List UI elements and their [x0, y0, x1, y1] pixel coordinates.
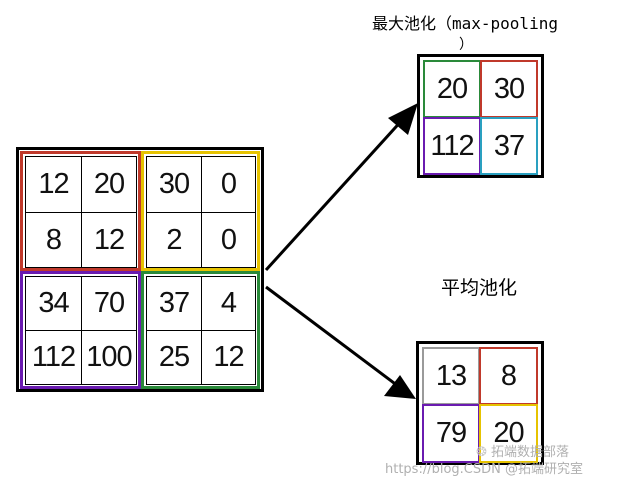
average-pooled-cell: 20: [479, 404, 538, 463]
wechat-icon: ❂: [476, 445, 487, 460]
input-cell: 12: [201, 330, 256, 385]
input-cell: 70: [81, 276, 137, 331]
input-feature-map: 12 20 30 0 8 12 2 0 34 70 37 4 112 100 2…: [16, 147, 264, 392]
input-cell: 0: [201, 212, 256, 268]
quadrant-top-left: [20, 151, 141, 271]
watermark-url: https://blog.CSDN @拓端研究室: [385, 462, 583, 477]
average-pooling-title: 平均池化: [441, 277, 518, 299]
max-pooled-cell: 112: [423, 117, 481, 175]
arrow-to-max-pooling: [264, 116, 406, 272]
max-pooling-title: 最大池化（max-pooling: [372, 14, 558, 33]
quadrant-top-right: [141, 151, 260, 271]
quadrant-bottom-left: [20, 271, 141, 389]
watermark-brand-text: 拓端数据部落: [491, 445, 570, 460]
arrow-head-average-pooling: [384, 375, 416, 399]
watermark-brand: ❂ 拓端数据部落: [476, 441, 569, 460]
average-pooled-cell: 8: [479, 347, 538, 405]
average-pooled-cell: 79: [422, 404, 480, 463]
max-pooled-cell: 20: [423, 60, 481, 118]
max-pooling-output: 20 30 112 37: [417, 54, 544, 178]
max-pooling-title-wrap: ）: [459, 37, 473, 53]
input-cell: 12: [81, 212, 137, 268]
max-pooled-cell: 37: [480, 117, 538, 175]
quadrant-bottom-right: [141, 271, 260, 389]
max-pooled-cell: 30: [480, 60, 538, 118]
input-cell: 100: [81, 330, 137, 385]
average-pooling-output: 13 8 79 20: [416, 341, 544, 465]
average-pooled-cell: 13: [422, 347, 480, 405]
arrow-to-average-pooling: [265, 285, 399, 388]
arrow-head-max-pooling: [388, 103, 418, 135]
